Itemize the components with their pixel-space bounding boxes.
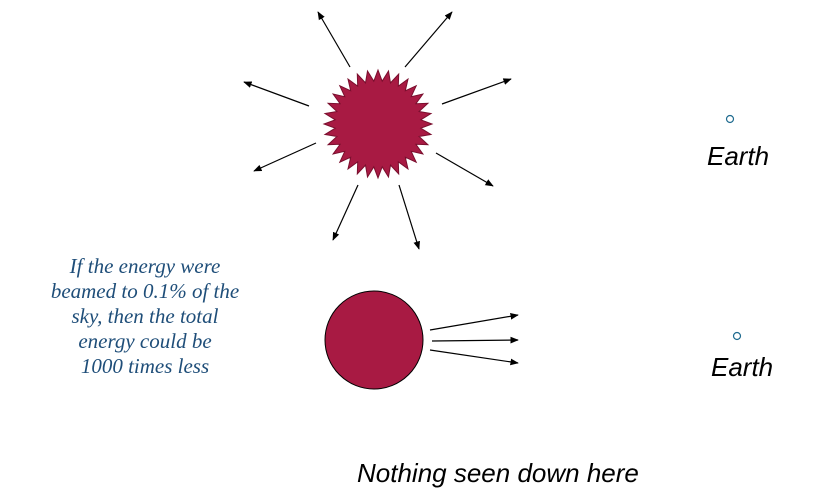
radial-arrow bbox=[441, 78, 512, 105]
bottom-caption: Nothing seen down here bbox=[357, 458, 639, 488]
starburst-sun bbox=[322, 68, 434, 180]
radial-arrow bbox=[253, 142, 317, 172]
radial-arrow bbox=[398, 184, 420, 250]
radial-arrow bbox=[317, 11, 351, 68]
earth-marker-top bbox=[725, 114, 735, 124]
earth-marker-bottom bbox=[732, 331, 742, 341]
beam-arrow bbox=[429, 312, 519, 331]
radial-arrow bbox=[332, 184, 359, 241]
radial-arrow bbox=[435, 152, 494, 187]
beaming-note: If the energy were beamed to 0.1% of the… bbox=[16, 254, 274, 379]
earth-label-bottom: Earth bbox=[711, 352, 774, 382]
note-line-1: If the energy were bbox=[69, 254, 221, 278]
radial-arrow bbox=[404, 11, 453, 68]
beam-arrow bbox=[431, 336, 519, 344]
beam-arrow bbox=[429, 349, 519, 366]
earth-label-top: Earth bbox=[707, 141, 770, 171]
radial-arrow bbox=[243, 81, 310, 107]
radial-arrows bbox=[243, 11, 512, 250]
note-line-4: energy could be bbox=[78, 329, 212, 353]
beamed-disc bbox=[324, 290, 424, 390]
beam-arrows bbox=[429, 312, 519, 366]
note-line-5: 1000 times less bbox=[80, 354, 210, 378]
note-line-2: beamed to 0.1% of the bbox=[50, 279, 240, 303]
isotropic-source bbox=[322, 68, 434, 180]
beamed-source bbox=[324, 290, 424, 390]
note-line-3: sky, then the total bbox=[71, 304, 219, 328]
